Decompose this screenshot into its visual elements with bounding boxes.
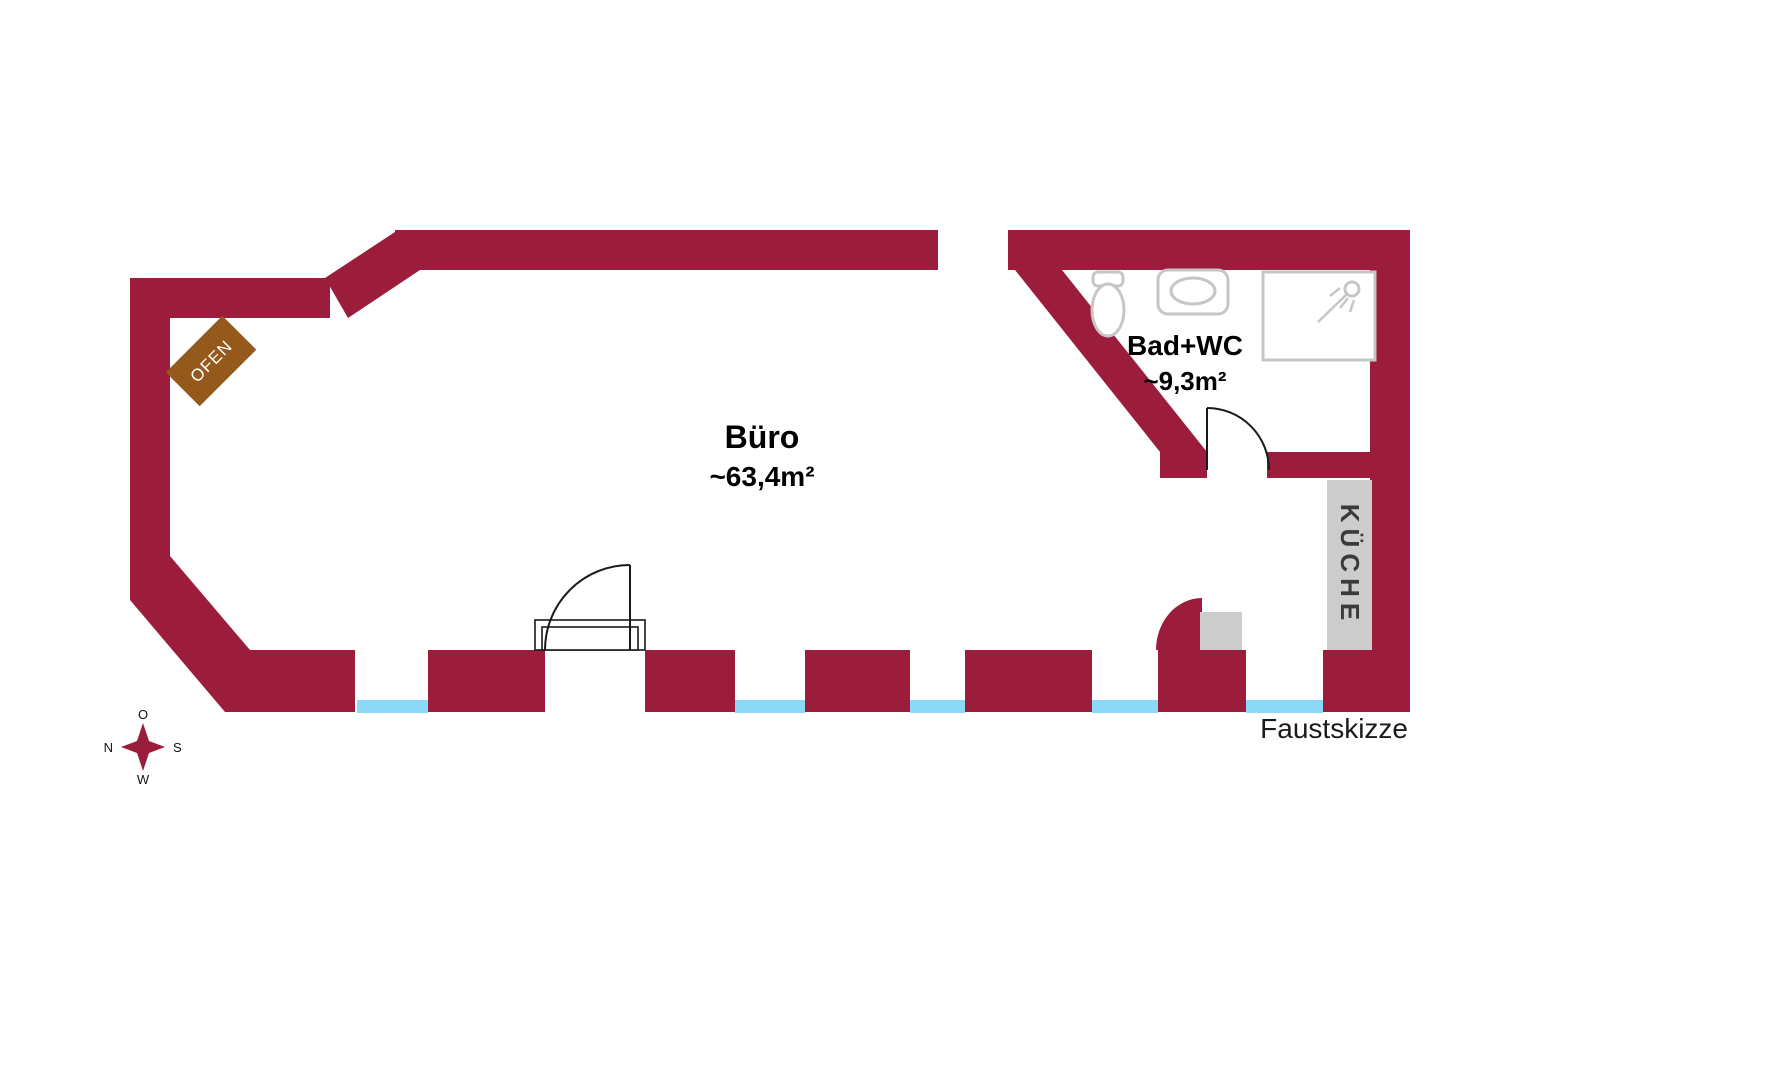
wall-pier-2: [645, 650, 735, 712]
compass-left: N: [104, 740, 113, 755]
bathroom-door: [1206, 407, 1270, 471]
wall-pier-3: [805, 650, 910, 712]
toilet-icon: [1090, 270, 1126, 338]
wall-bath-stub: [1160, 452, 1207, 478]
windows: [357, 700, 1323, 713]
walls: [130, 230, 1410, 712]
compass-top: O: [138, 707, 148, 722]
window-1: [357, 700, 428, 713]
window-4: [1092, 700, 1158, 713]
entrance-door: [534, 564, 646, 651]
step-panel: [1200, 612, 1242, 650]
oven-box: [165, 315, 257, 407]
entrance-door-arc: [544, 564, 631, 651]
window-2: [735, 700, 805, 713]
wall-bottom-left-diagonal: [130, 556, 355, 712]
wall-left: [130, 278, 170, 600]
oven: OFEN: [165, 315, 257, 407]
wall-top-left-horizontal: [130, 278, 330, 318]
compass-bottom: W: [137, 772, 150, 787]
bathroom-door-arc: [1206, 407, 1270, 471]
wall-pier-4: [965, 650, 1092, 712]
window-5: [1246, 700, 1323, 713]
compass-star: [121, 723, 165, 771]
wall-top-a: [395, 230, 938, 270]
wall-right: [1370, 230, 1410, 712]
wall-pier-5: [1158, 650, 1246, 712]
wall-pier-1: [428, 650, 545, 712]
compass-rose: O N S W: [104, 707, 182, 787]
gray-panels: [1200, 480, 1372, 650]
window-3: [910, 700, 965, 713]
entrance-door-frame-inner: [541, 626, 639, 651]
compass-right: S: [173, 740, 182, 755]
doors: [534, 407, 1270, 651]
wall-pier-6: [1323, 650, 1410, 712]
sketch-caption: Faustskizze: [1260, 713, 1408, 744]
room-labels: Büro ~63,4m² Bad+WC ~9,3m²: [709, 330, 1242, 492]
wall-top-b: [1008, 230, 1410, 270]
buero-area: ~63,4m²: [709, 461, 814, 492]
kitchen-panel: [1327, 480, 1372, 650]
sink-icon: [1156, 268, 1230, 316]
bad-area: ~9,3m²: [1143, 366, 1226, 396]
shower-icon: [1261, 270, 1377, 362]
kitchen-label: KÜCHE: [1335, 504, 1365, 626]
bad-name: Bad+WC: [1127, 330, 1243, 361]
wall-bath-bottom: [1267, 452, 1372, 478]
wall-bath-diagonal: [1015, 270, 1207, 452]
buero-name: Büro: [725, 419, 800, 455]
bath-fixtures: [1090, 268, 1377, 362]
wall-rounded-pier: [1156, 598, 1202, 650]
